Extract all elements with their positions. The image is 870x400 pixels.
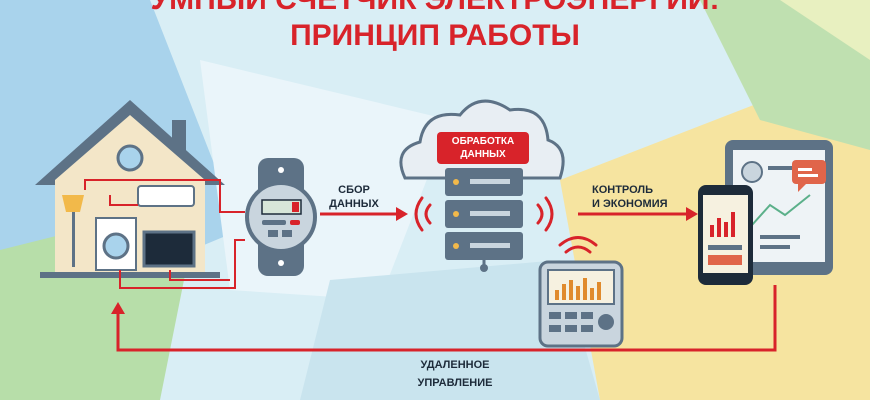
control-label: КОНТРОЛЬ И ЭКОНОМИЯ [592, 183, 692, 211]
remote-label-line2: УПРАВЛЕНИЕ [417, 377, 493, 389]
house-icon [35, 100, 245, 289]
processing-badge: ОБРАБОТКА ДАННЫХ [437, 132, 529, 164]
arrow-to-cloud [320, 207, 408, 221]
page-title-line1: УМНЫЙ СЧЕТЧИК ЭЛЕКТРОЭНЕРГИИ: [0, 0, 870, 17]
collect-data-label: СБОР ДАННЫХ [322, 183, 386, 211]
notification-bubble-icon [792, 160, 826, 192]
remote-control-label: УДАЛЕННОЕ УПРАВЛЕНИЕ [400, 358, 510, 390]
smart-meter-icon [245, 158, 317, 276]
control-label-line2: И ЭКОНОМИЯ [592, 198, 668, 210]
collect-label-line1: СБОР [338, 184, 370, 196]
remote-control-arrow [111, 285, 777, 352]
arrow-to-devices [578, 207, 698, 221]
processing-label-line1: ОБРАБОТКА [451, 136, 515, 147]
server-icon [445, 168, 523, 272]
processing-label-line2: ДАННЫХ [460, 149, 506, 160]
tv-icon [142, 230, 196, 268]
wifi-signal-icon [414, 196, 598, 254]
lamp-icon [62, 195, 84, 267]
collect-label-line2: ДАННЫХ [329, 198, 379, 210]
energy-display-device-icon [538, 260, 624, 348]
washing-machine-icon [95, 217, 137, 271]
remote-label-line1: УДАЛЕННОЕ [420, 359, 490, 371]
page-title-line2: ПРИНЦИП РАБОТЫ [290, 19, 580, 52]
control-label-line1: КОНТРОЛЬ [592, 184, 654, 196]
air-conditioner-icon [137, 185, 195, 207]
smartphone-icon [698, 185, 753, 285]
